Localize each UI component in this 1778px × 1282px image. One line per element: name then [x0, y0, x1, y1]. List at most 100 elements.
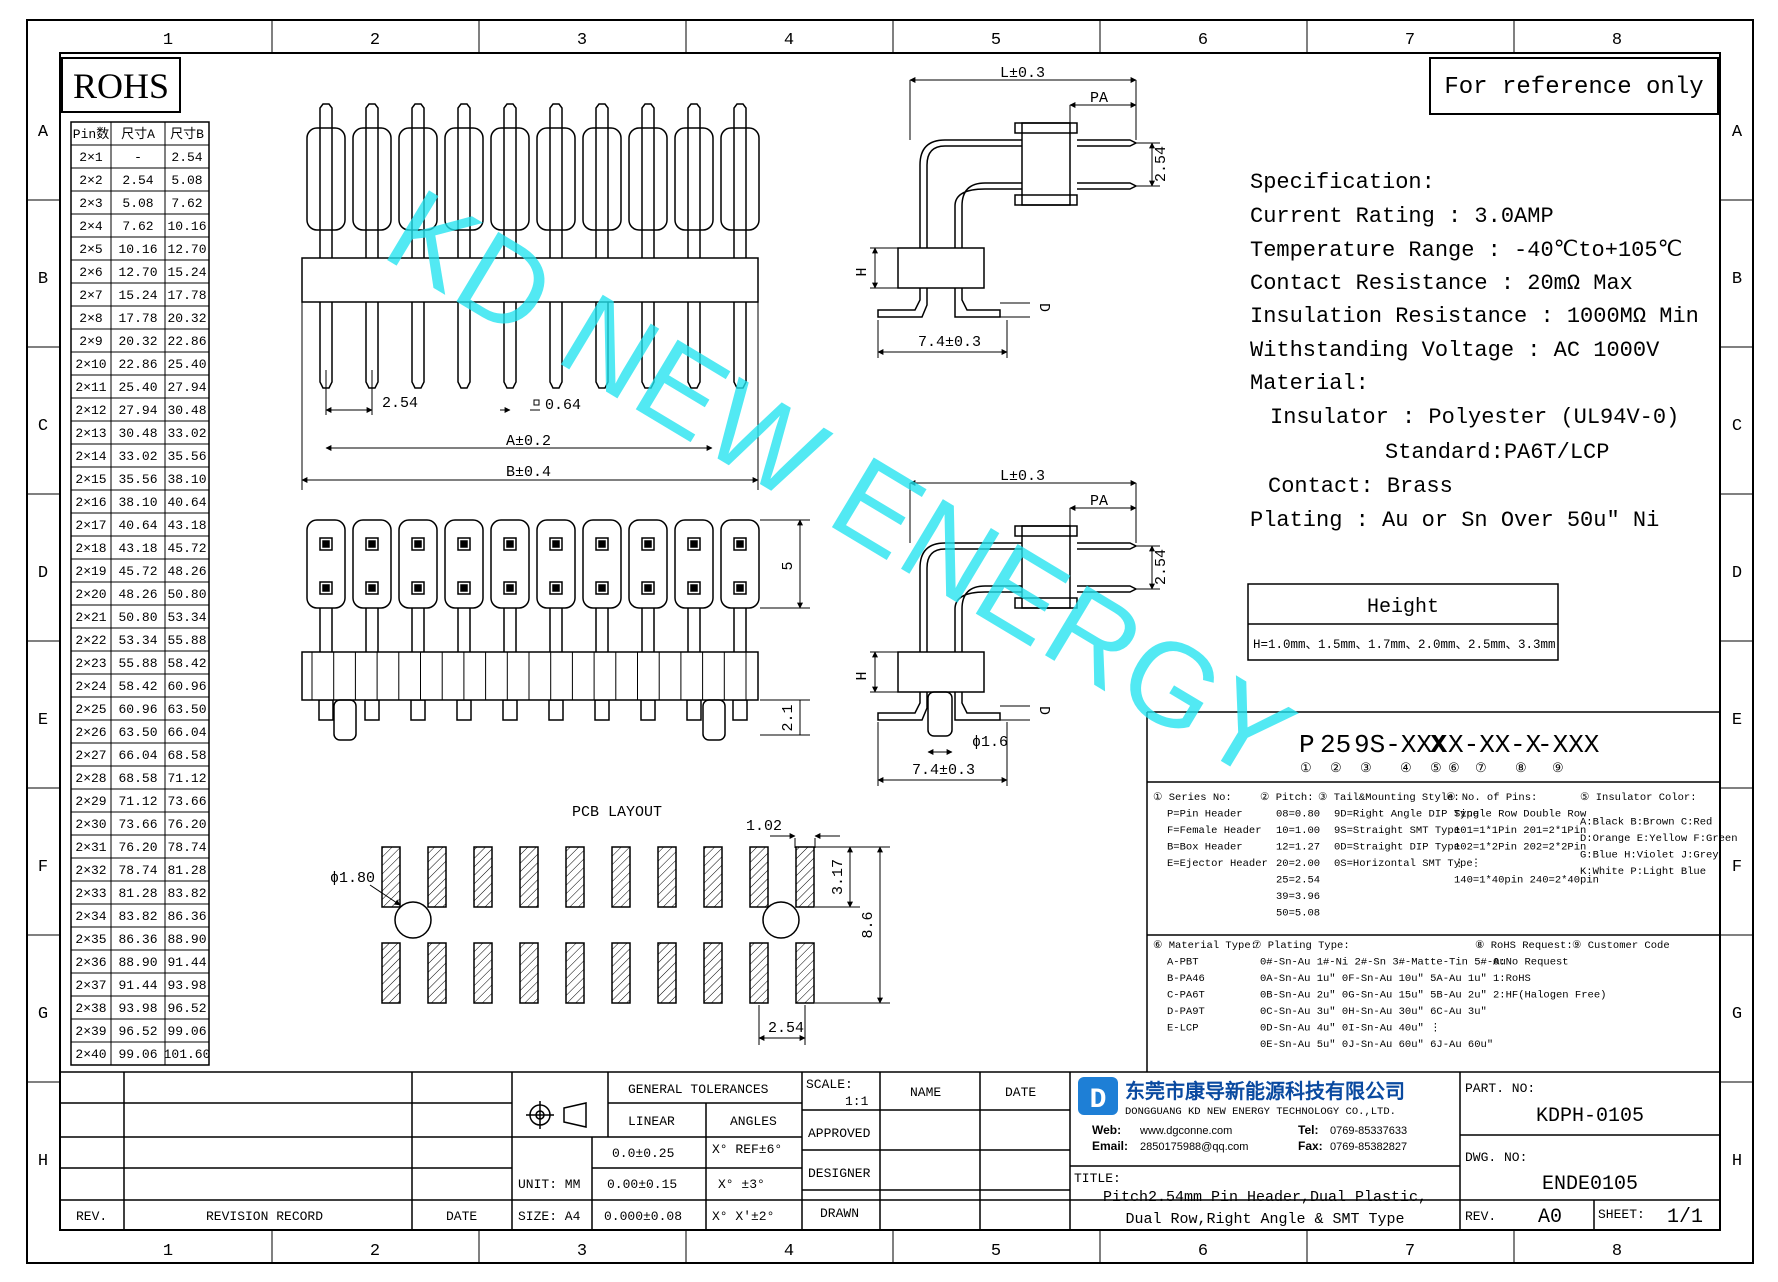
col-label-bottom: 7 [1405, 1242, 1415, 1261]
legend-pins-line: 102=1*2Pin 202=2*2Pin [1454, 842, 1586, 854]
table-cell: 2×8 [79, 311, 102, 326]
table-cell: 93.98 [118, 1001, 157, 1016]
pin-square-fill [460, 584, 468, 592]
legend-pitch-line: 20=2.00 [1276, 858, 1320, 870]
date-col-label: DATE [446, 1209, 477, 1224]
pcb-pad [657, 846, 677, 908]
pcb-pad [427, 846, 447, 908]
smt-foot [410, 699, 426, 721]
pin-housing-top [398, 519, 438, 609]
pcb-pad [473, 942, 493, 1004]
table-cell: 55.88 [167, 633, 206, 648]
tol-lin1: 0.0±0.25 [612, 1146, 674, 1161]
dim-row-height: 5 [780, 561, 797, 570]
table-cell: 86.36 [167, 909, 206, 924]
rev-col-label: REV. [76, 1209, 107, 1224]
legend-material-line: C-PA6T [1167, 990, 1205, 1002]
smt-foot [456, 699, 472, 721]
legend-pins-line: 140=1*40pin 240=2*40pin [1454, 875, 1599, 887]
reference-note: For reference only [1444, 74, 1703, 101]
side-view-top-dimensions: L±0.3 PA 2.54 H D 7.4±0.3 [854, 65, 1170, 358]
smt-foot [732, 699, 748, 721]
pcb-pad [427, 942, 447, 1004]
pin-square-fill [690, 584, 698, 592]
col-label-top: 4 [784, 31, 794, 50]
table-cell: 2×3 [79, 196, 102, 211]
table-cell: 2×26 [75, 725, 106, 740]
pin-square-fill [368, 584, 376, 592]
part-code-seg-1: P [1299, 730, 1315, 760]
name-header: NAME [910, 1085, 941, 1100]
pin-square-fill [368, 540, 376, 548]
col-label-bottom: 5 [991, 1242, 1001, 1261]
table-cell: 81.28 [118, 886, 157, 901]
tol-lin2: 0.00±0.15 [607, 1177, 677, 1192]
company-block: D 东莞市康导新能源科技有限公司 DONGGUANG KD NEW ENERGY… [1074, 1077, 1427, 1228]
spec-plating: Plating : Au or Sn Over 50u" Ni [1250, 508, 1659, 533]
dwg-no: ENDE0105 [1542, 1173, 1638, 1196]
table-cell: 2×28 [75, 771, 106, 786]
tol-ang1: X° REF±6° [712, 1142, 782, 1157]
table-cell: 2×4 [79, 219, 103, 234]
side-view-top [877, 122, 1138, 318]
dim-pad-height: 3.17 [830, 859, 847, 895]
part-code-num: ② [1330, 761, 1342, 776]
dim-pcb-span: 8.6 [860, 911, 877, 938]
legend-tail-line: 9S=Straight SMT Type [1334, 825, 1460, 837]
revision-record-label: REVISION RECORD [206, 1209, 323, 1224]
pin-square-fill [552, 540, 560, 548]
col-label-top: 6 [1198, 31, 1208, 50]
legend-material-line: ⑥ Material Type: [1153, 939, 1257, 952]
pcb-pad [611, 846, 631, 908]
pcb-dimensions: ϕ1.80 1.02 3.17 8.6 2.54 [330, 818, 890, 1045]
height-title: Height [1367, 596, 1439, 619]
table-cell: 2×10 [75, 357, 106, 372]
table-cell: 45.72 [118, 564, 157, 579]
pin-square [503, 537, 517, 551]
row-label-left: F [38, 858, 48, 877]
table-cell: 27.94 [167, 380, 206, 395]
pcb-pad [519, 846, 539, 908]
legend-color-line: D:Orange E:Yellow F:Green [1580, 833, 1738, 845]
row-label-left: G [38, 1005, 48, 1024]
col-label-bottom: 1 [163, 1242, 173, 1261]
watermark: KD NEW ENERGY [366, 164, 1316, 807]
table-cell: 30.48 [118, 426, 157, 441]
row-label-right: F [1732, 858, 1742, 877]
table-cell: 91.44 [167, 955, 206, 970]
table-cell: 73.66 [118, 817, 157, 832]
tol-title: GENERAL TOLERANCES [628, 1082, 769, 1097]
legend-series-line: E=Ejector Header [1167, 858, 1268, 870]
legend-color-line: ⑤ Insulator Color: [1580, 791, 1697, 804]
rev-value: A0 [1538, 1206, 1562, 1229]
title-line-2: Dual Row,Right Angle & SMT Type [1125, 1211, 1404, 1228]
pin-square [457, 581, 471, 595]
web-value: www.dgconne.com [1139, 1125, 1232, 1137]
dim-side-pitch-top: 2.54 [1153, 146, 1170, 182]
front-view [301, 103, 760, 389]
part-info: PART. NO: KDPH-0105 DWG. NO: ENDE0105 RE… [1465, 1081, 1703, 1229]
part-code-num: ① [1300, 761, 1312, 776]
side-view-bottom-dimensions: L±0.3 PA 2.54 H D ϕ1.6 7.4±0.3 [854, 468, 1170, 786]
table-header: 尺寸B [170, 127, 204, 142]
legend-color-line: G:Blue H:Violet J:Grey [1580, 850, 1719, 862]
pin-square-fill [414, 584, 422, 592]
pin-square [319, 537, 333, 551]
spec-insulation: Insulation Resistance : 1000MΩ Min [1250, 304, 1699, 329]
legend-plating-line: 0E-Sn-Au 5u" 0J-Sn-Au 60u" 6J-Au 60u" [1260, 1039, 1493, 1051]
pin-square [457, 537, 471, 551]
pin-square [595, 537, 609, 551]
table-cell: 22.86 [118, 357, 157, 372]
pin [595, 103, 609, 258]
col-label-top: 1 [163, 31, 173, 50]
pin-housing [582, 127, 622, 231]
pcb-pad [565, 942, 585, 1004]
smt-foot [548, 699, 564, 721]
pin-square-fill [414, 540, 422, 548]
table-cell: 10.16 [118, 242, 157, 257]
row-label-right: B [1732, 270, 1742, 289]
rohs-box: ROHS [61, 57, 181, 113]
pin-square-fill [322, 584, 330, 592]
